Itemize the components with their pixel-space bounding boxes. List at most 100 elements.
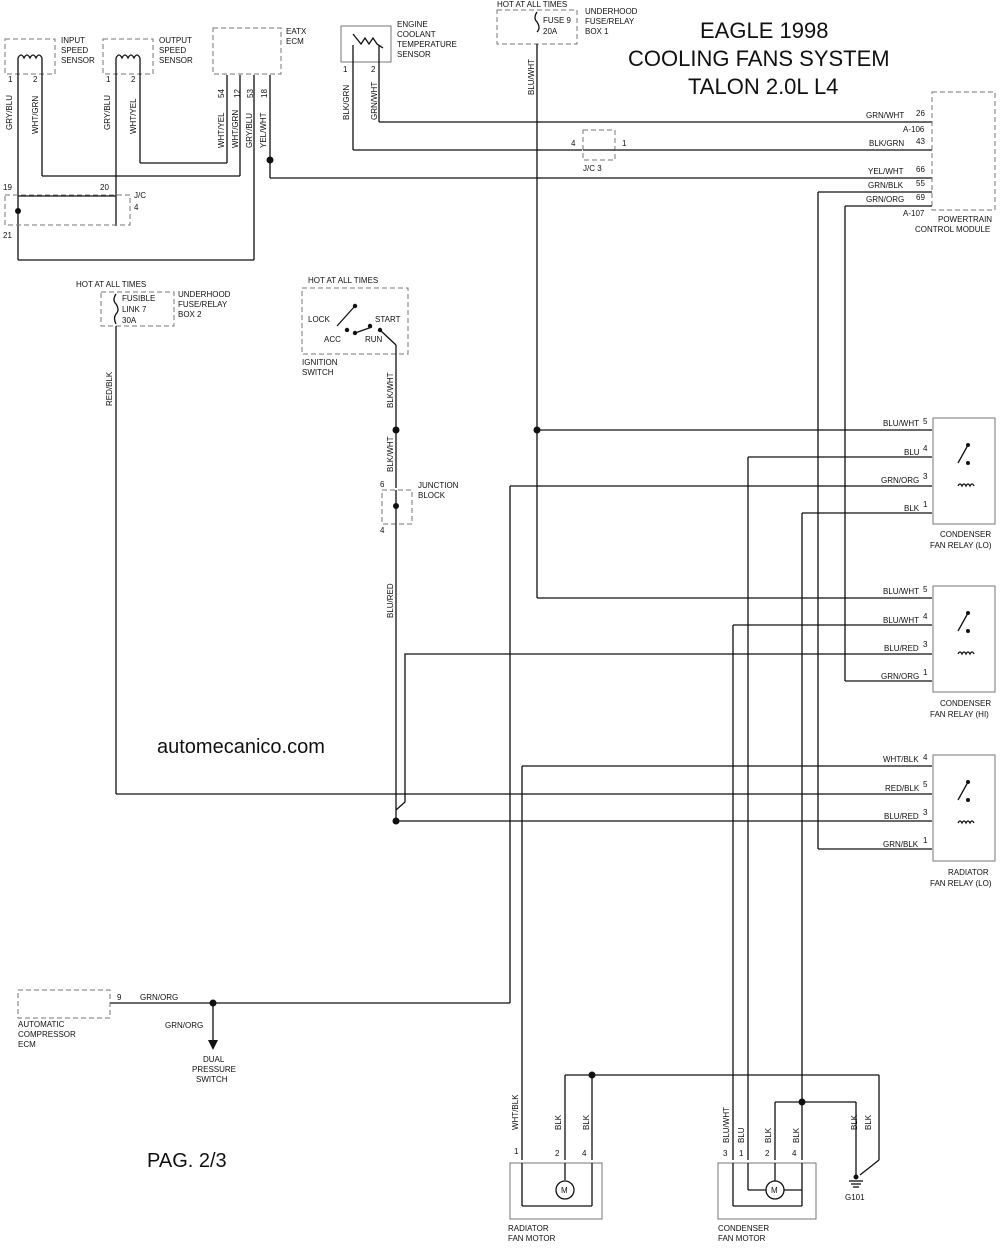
title-line-3: TALON 2.0L L4: [688, 74, 838, 99]
jc-pin-19: 19: [3, 183, 12, 192]
relay-hi-label-2: FAN RELAY (HI): [930, 710, 989, 719]
jc3-label: J/C 3: [583, 164, 602, 173]
sensor-wires: [17, 75, 932, 261]
fuse9-box-2: FUSE/RELAY: [585, 17, 635, 26]
relay-rad-pin-4: 4: [923, 753, 928, 762]
relay-hi-wire-3: BLU/RED: [884, 644, 919, 653]
input-speed-sensor: INPUT SPEED SENSOR 1 2: [4, 36, 95, 84]
relay-hi-wire-1: GRN/ORG: [881, 672, 919, 681]
ground-label: G101: [845, 1193, 865, 1202]
wire-label-blu-wht-motor: BLU/WHT: [722, 1107, 731, 1143]
pcm-pin-26: 26: [916, 109, 925, 118]
pcm-label-2: CONTROL MODULE: [915, 225, 990, 234]
eatx-pin-53: 53: [246, 89, 255, 98]
relay-lo-pin-1: 1: [923, 500, 928, 509]
input-sensor-pin-2: 2: [33, 75, 38, 84]
title-line-2: COOLING FANS SYSTEM: [628, 46, 890, 71]
wire-label-blk-1: BLK: [554, 1114, 563, 1130]
powertrain-control-module: POWERTRAIN CONTROL MODULE A-106 A-107 GR…: [866, 91, 996, 234]
dps-label-1: DUAL: [203, 1055, 225, 1064]
ground-g101: G101: [845, 1174, 865, 1202]
condenser-fan-relay-lo: CONDENSER FAN RELAY (LO) BLU/WHT 5 BLU 4…: [881, 417, 996, 550]
fuse-9: HOT AT ALL TIMES FUSE 9 20A UNDERHOOD FU…: [496, 0, 638, 45]
wire-label-blk-6: BLK: [864, 1114, 873, 1130]
relay-hi-wire-4: BLU/WHT: [883, 616, 919, 625]
input-sensor-label-2: SPEED: [61, 46, 88, 55]
relay-rad-pin-1: 1: [923, 836, 928, 845]
ect-wires: [352, 62, 932, 151]
fusible-link-7: HOT AT ALL TIMES FUSIBLE LINK 7 30A UNDE…: [76, 280, 231, 327]
wire-label-blk-4: BLK: [792, 1127, 801, 1143]
condenser-motor-pin-1: 1: [739, 1149, 744, 1158]
eatx-pin-54: 54: [217, 89, 226, 98]
relay-hi-pin-5: 5: [923, 585, 928, 594]
relay-hi-pin-3: 3: [923, 640, 928, 649]
ac-ecm-label-2: COMPRESSOR: [18, 1030, 76, 1039]
wire-label-grn-wht: GRN/WHT: [370, 82, 379, 120]
red-blk-wire: [115, 326, 932, 795]
ignition-lock: LOCK: [308, 315, 330, 324]
blu-wht-feed: [533, 44, 932, 599]
wire-label-gry-blu-1: GRY/BLU: [5, 95, 14, 130]
pcm-output-wires: [817, 191, 932, 850]
relay-hi-wire-5: BLU/WHT: [883, 587, 919, 596]
relay-rad-wire-5: RED/BLK: [885, 784, 920, 793]
fuse9-hot: HOT AT ALL TIMES: [497, 0, 567, 9]
radiator-motor-label-1: RADIATOR: [508, 1224, 549, 1233]
fuse9-box-3: BOX 1: [585, 27, 609, 36]
relay-rad-label-1: RADIATOR: [948, 868, 989, 877]
blu-red-wires: [392, 524, 932, 825]
radiator-fan-motor: M 1 2 4 RADIATOR FAN MOTOR: [508, 1147, 603, 1243]
output-sensor-label-3: SENSOR: [159, 56, 193, 65]
jc-label: J/C: [134, 191, 146, 200]
blk-wht-ignition-feed: [392, 354, 400, 488]
ac-ecm-label-1: AUTOMATIC: [18, 1020, 65, 1029]
output-sensor-pin-1: 1: [106, 75, 111, 84]
relay-lo-label-2: FAN RELAY (LO): [930, 541, 992, 550]
wire-label-gry-blu-ecm: GRY/BLU: [245, 113, 254, 148]
ignition-switch: HOT AT ALL TIMES LOCK ACC START RUN IGNI…: [301, 276, 409, 377]
relay-rad-pin-3: 3: [923, 808, 928, 817]
output-speed-sensor: OUTPUT SPEED SENSOR 1 2: [102, 36, 193, 84]
ect-label-3: TEMPERATURE: [397, 40, 457, 49]
radiator-fan-relay-lo: RADIATOR FAN RELAY (LO) WHT/BLK 4 RED/BL…: [883, 753, 996, 888]
condenser-motor-pin-3: 3: [723, 1149, 728, 1158]
relay-output-wires: [521, 456, 932, 1160]
automatic-compressor-ecm: 9 GRN/ORG AUTOMATIC COMPRESSOR ECM: [17, 989, 178, 1049]
wire-label-blk-5: BLK: [850, 1114, 859, 1130]
wire-label-blk-grn: BLK/GRN: [342, 85, 351, 120]
wire-label-red-blk: RED/BLK: [105, 371, 114, 406]
fusible-box-2: FUSE/RELAY: [178, 300, 228, 309]
jc3-pin-1: 1: [622, 139, 627, 148]
ac-ecm-pin: 9: [117, 993, 122, 1002]
pcm-pin-43: 43: [916, 137, 925, 146]
ac-ecm-label-3: ECM: [18, 1040, 36, 1049]
pcm-conn-a107: A-107: [903, 209, 925, 218]
pcm-conn-a106: A-106: [903, 125, 925, 134]
relay-lo-wire-4: BLU: [904, 448, 920, 457]
ect-label-2: COOLANT: [397, 30, 436, 39]
fusible-label-1: FUSIBLE: [122, 294, 155, 303]
ignition-label-1: IGNITION: [302, 358, 338, 367]
ground-wires: [564, 1071, 880, 1176]
relay-lo-wire-1: BLK: [904, 504, 920, 513]
ect-sensor: ENGINE COOLANT TEMPERATURE SENSOR 1 2: [340, 20, 457, 74]
ignition-hot: HOT AT ALL TIMES: [308, 276, 378, 285]
ect-pin-2: 2: [371, 65, 376, 74]
ect-label-1: ENGINE: [397, 20, 428, 29]
page-label: PAG. 2/3: [147, 1150, 227, 1172]
jb-pin-4: 4: [380, 526, 385, 535]
wire-label-yel-wht-ecm: YEL/WHT: [259, 112, 268, 148]
fusible-box-1: UNDERHOOD: [178, 290, 231, 299]
wire-label-blk-2: BLK: [582, 1114, 591, 1130]
fusible-label-3: 30A: [122, 316, 137, 325]
input-sensor-label-1: INPUT: [61, 36, 85, 45]
output-sensor-pin-2: 2: [131, 75, 136, 84]
pcm-wire-66: YEL/WHT: [868, 167, 904, 176]
jc3-pin-4: 4: [571, 139, 576, 148]
wire-label-wht-yel-ecm: WHT/YEL: [217, 112, 226, 148]
eatx-ecm: EATX ECM 54 12 53 18: [212, 27, 307, 98]
relay-lo-pin-5: 5: [923, 417, 928, 426]
dps-label-2: PRESSURE: [192, 1065, 236, 1074]
condenser-motor-symbol: M: [771, 1186, 778, 1195]
